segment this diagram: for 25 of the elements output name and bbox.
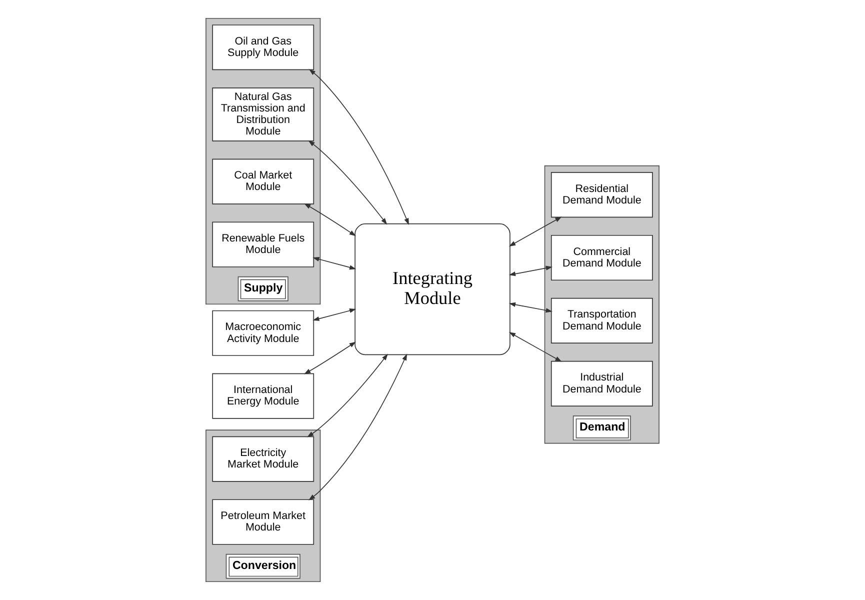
- arrow: [508, 266, 552, 276]
- arrow: [307, 354, 388, 438]
- node-box: Transportation Demand Module: [550, 298, 653, 344]
- arrow: [312, 308, 356, 321]
- arrow: [508, 216, 562, 246]
- node-box: Electricity Market Module: [212, 436, 314, 482]
- arrow: [312, 256, 356, 270]
- node-box: Integrating Module: [354, 223, 510, 356]
- node-box: Petroleum Market Module: [212, 499, 314, 545]
- node-box: Oil and Gas Supply Module: [212, 24, 314, 70]
- node-box: Renewable Fuels Module: [212, 222, 314, 268]
- arrow: [304, 203, 356, 236]
- arrow: [308, 140, 388, 225]
- arrow: [508, 302, 552, 313]
- arrow: [308, 69, 409, 225]
- node-box: International Energy Module: [212, 373, 314, 419]
- arrow: [304, 342, 356, 374]
- node-box: Industrial Demand Module: [550, 360, 653, 406]
- node-box: Natural Gas Transmission and Distribution Module: [212, 88, 314, 142]
- node-box: Residential Demand Module: [550, 172, 653, 218]
- node-box: Coal Market Module: [212, 158, 314, 204]
- arrow: [308, 354, 408, 500]
- node-box: Commercial Demand Module: [550, 234, 653, 281]
- arrow: [508, 332, 562, 362]
- node-box: Macroeconomic Activity Module: [212, 310, 314, 356]
